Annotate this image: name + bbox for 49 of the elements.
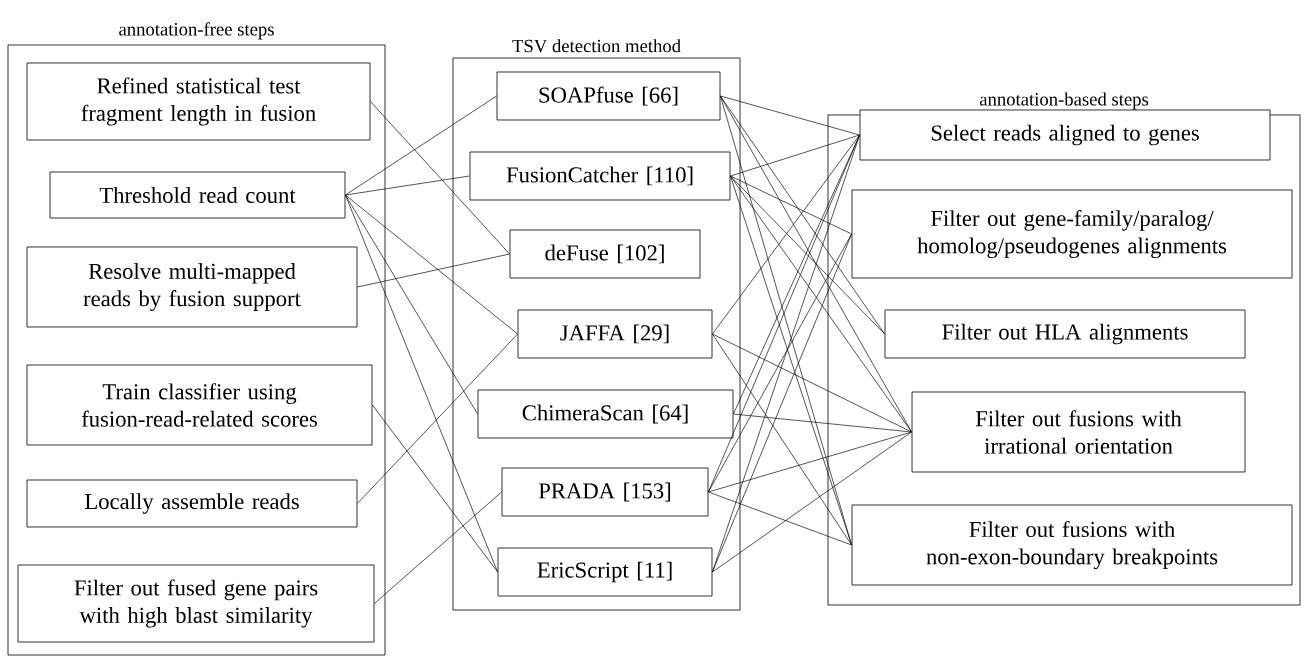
connector-line bbox=[712, 333, 912, 433]
connector-line bbox=[712, 333, 852, 546]
step-box: Filter out fusions with irrational orientation bbox=[911, 391, 1246, 473]
connector-line bbox=[712, 233, 852, 573]
connector-line bbox=[345, 194, 498, 573]
step-box: deFuse [102] bbox=[509, 229, 701, 279]
group-heading: annotation-based steps bbox=[979, 92, 1149, 110]
connector-line bbox=[370, 101, 510, 255]
connector-line bbox=[345, 175, 470, 196]
group-heading: annotation-free steps bbox=[119, 22, 274, 40]
connector-line bbox=[345, 95, 497, 196]
step-box: ChimeraScan [64] bbox=[477, 389, 734, 439]
step-box: Select reads aligned to genes bbox=[859, 109, 1271, 161]
connector-line bbox=[357, 253, 510, 288]
connector-line bbox=[374, 491, 502, 604]
step-box: EricScript [11] bbox=[497, 547, 713, 597]
connector-line bbox=[730, 134, 860, 177]
group-heading: TSV detection method bbox=[512, 39, 681, 53]
connector-line bbox=[720, 95, 912, 433]
connector-line bbox=[730, 175, 852, 235]
connector-line bbox=[345, 194, 478, 415]
connector-line bbox=[712, 134, 860, 335]
connector-line bbox=[720, 95, 860, 136]
step-box: Resolve multi-mapped reads by fusion support bbox=[26, 246, 358, 328]
connector-line bbox=[708, 431, 912, 493]
step-box: FusionCatcher [110] bbox=[469, 151, 731, 201]
step-box: Filter out fusions with non-exon-boundary breakpoints bbox=[851, 504, 1293, 586]
connector-line bbox=[708, 233, 852, 493]
step-box: Train classifier using fusion-read-related scores bbox=[26, 364, 373, 446]
step-box: Filter out gene-family/paralog/ homolog/pseudogenes alignments bbox=[851, 189, 1293, 279]
step-box: PRADA [153] bbox=[501, 467, 709, 517]
step-box: Threshold read count bbox=[49, 171, 346, 219]
connector-line bbox=[372, 404, 498, 573]
connector-line bbox=[730, 175, 852, 546]
step-box: SOAPfuse [66] bbox=[496, 71, 721, 121]
connector-line bbox=[730, 175, 912, 433]
connector-line bbox=[733, 413, 912, 433]
connector-line bbox=[708, 491, 852, 546]
connector-line bbox=[712, 431, 912, 573]
connector-line bbox=[720, 95, 852, 546]
step-box: JAFFA [29] bbox=[517, 309, 713, 359]
connector-line bbox=[720, 95, 885, 335]
step-box: Refined statistical test fragment length in fusion bbox=[26, 62, 371, 141]
step-box: Locally assemble reads bbox=[26, 479, 358, 528]
step-box: Filter out HLA alignments bbox=[884, 309, 1246, 359]
connector-line bbox=[357, 333, 518, 504]
step-box: Filter out fused gene pairs with high blast similarity bbox=[17, 564, 375, 643]
connector-line bbox=[730, 175, 885, 335]
connector-line bbox=[345, 194, 518, 335]
